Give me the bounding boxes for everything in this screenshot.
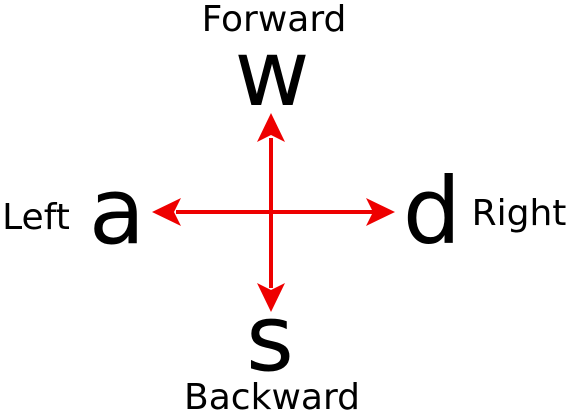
s-key: s [246,285,294,392]
w-key: w [234,20,310,127]
backward-label: Backward [184,377,360,418]
arrowhead-left-icon [152,198,181,226]
arrowhead-right-icon [366,198,395,226]
d-key: d [402,158,462,265]
left-label: Left [2,197,70,238]
right-label: Right [471,193,567,234]
arrowhead-up-icon [257,113,285,142]
arrowhead-down-icon [257,283,285,312]
forward-label: Forward [201,0,347,40]
a-key: a [88,158,146,265]
